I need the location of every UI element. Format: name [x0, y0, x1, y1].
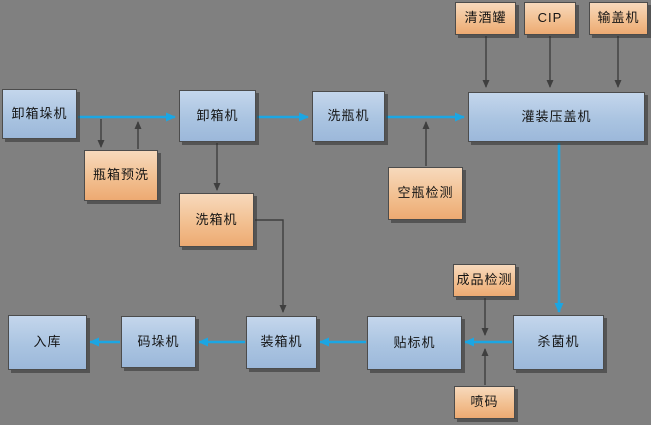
node-crate-washer: 洗箱机 — [179, 193, 254, 247]
node-cap-feeder: 输盖机 — [589, 2, 648, 35]
node-bottle-crate-prewash: 瓶箱预洗 — [84, 150, 158, 201]
node-labeler: 贴标机 — [367, 316, 462, 370]
node-warehouse: 入库 — [8, 315, 87, 370]
node-pasteurizer: 杀菌机 — [513, 315, 604, 370]
node-depalletizer: 卸箱垛机 — [2, 89, 77, 139]
node-case-packer: 装箱机 — [246, 316, 317, 369]
node-cip: CIP — [524, 2, 576, 35]
node-inkjet-coder: 喷码 — [454, 386, 515, 419]
aux-arrow-crate-washer-to-case-packer — [255, 219, 287, 313]
node-filler-capper: 灌装压盖机 — [468, 92, 645, 142]
node-finished-product-inspection: 成品检测 — [453, 264, 516, 297]
node-palletizer: 码垛机 — [121, 316, 196, 368]
node-bright-beer-tank: 清酒罐 — [455, 2, 516, 35]
node-empty-bottle-inspection: 空瓶检测 — [388, 167, 463, 220]
node-decrater: 卸箱机 — [179, 90, 256, 142]
node-bottle-washer: 洗瓶机 — [312, 91, 385, 142]
